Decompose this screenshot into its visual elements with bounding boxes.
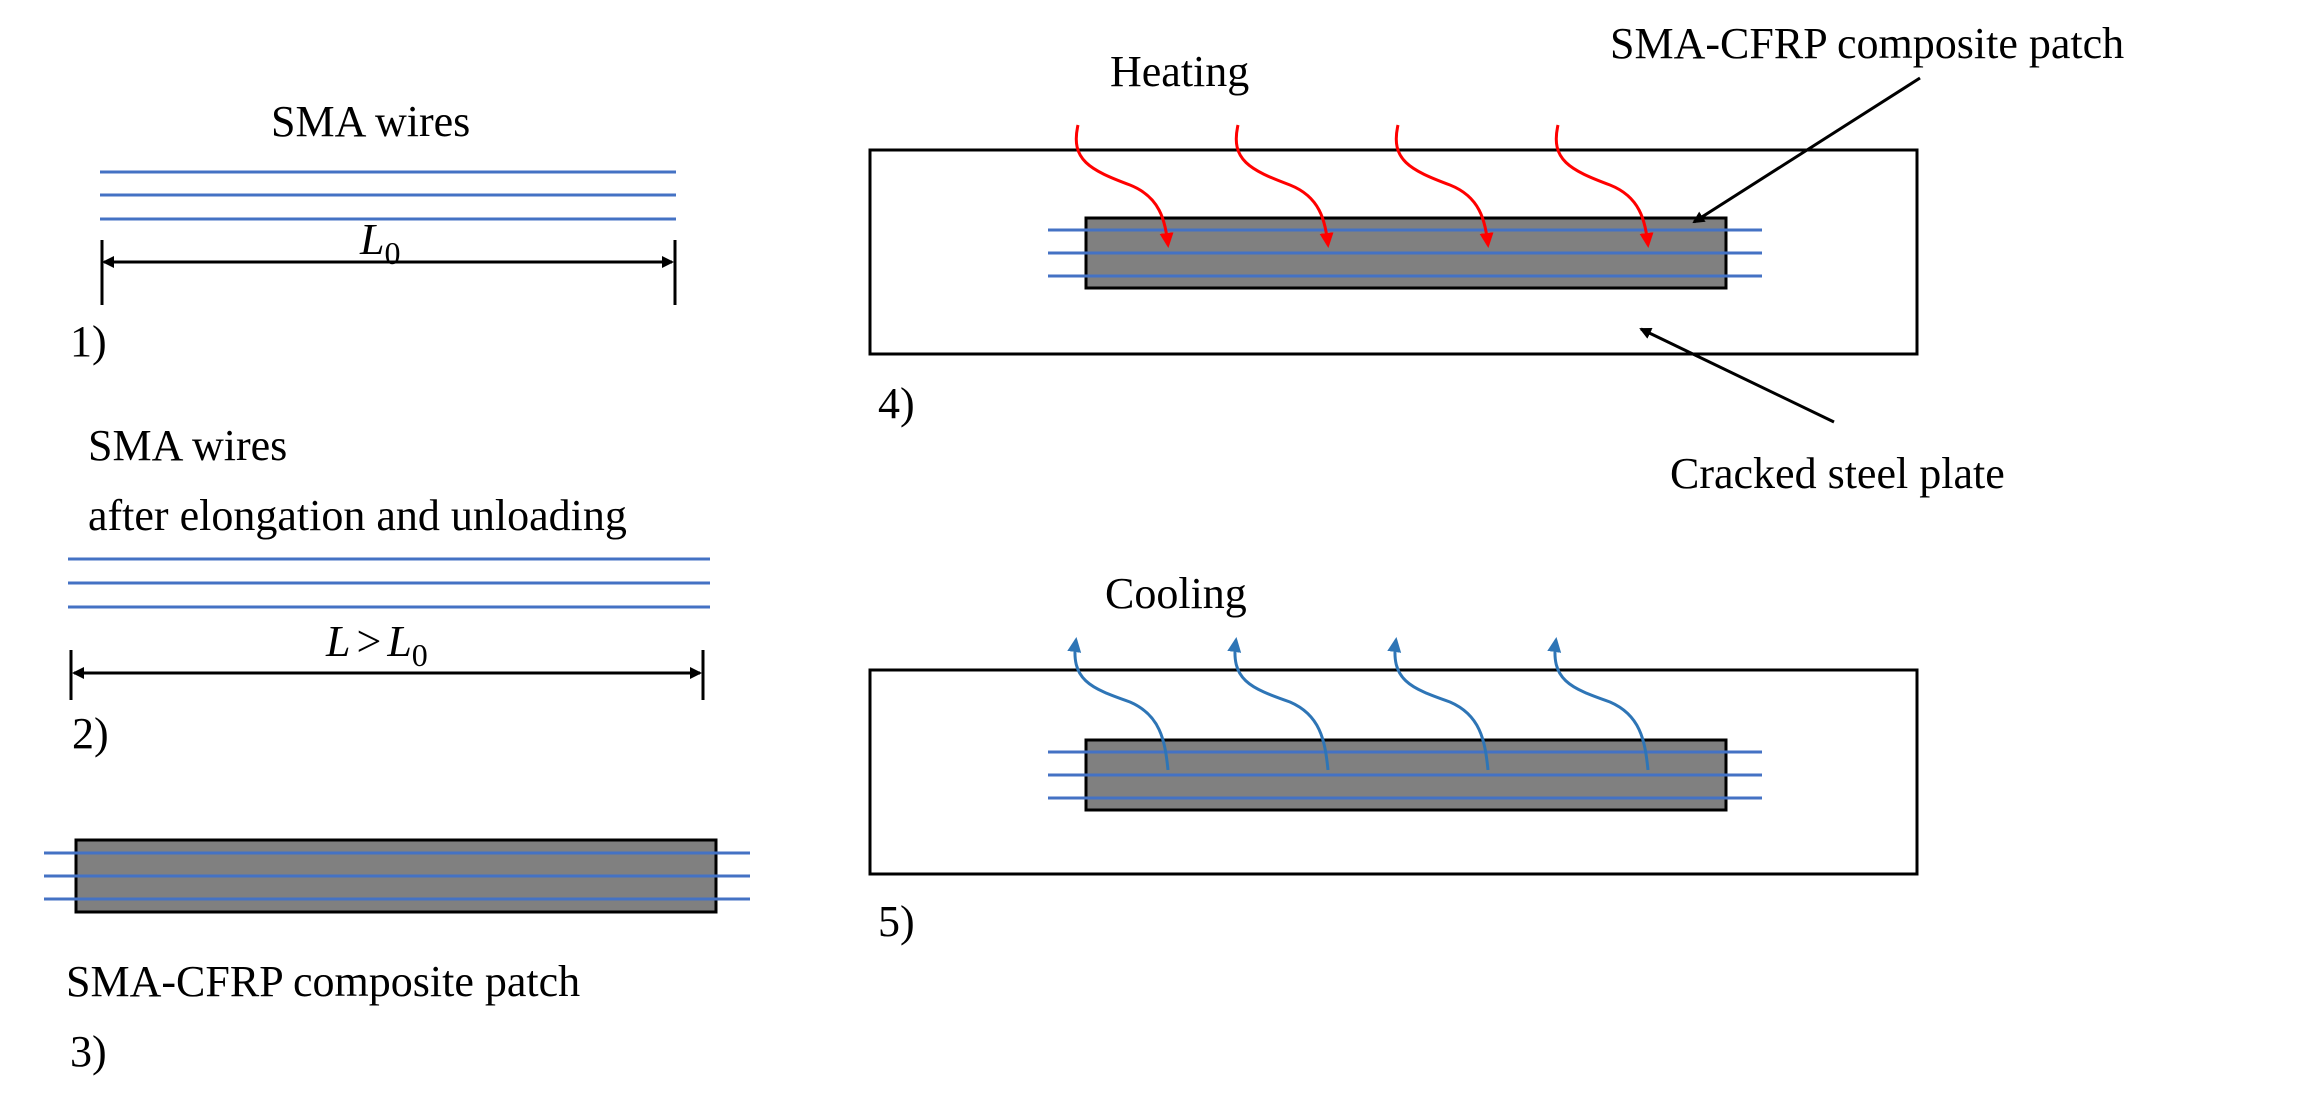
cracked-steel-plate-label: Cracked steel plate	[1670, 449, 2005, 498]
cooling-arrows	[1067, 637, 1650, 771]
sma-wires-elongated	[68, 557, 710, 609]
length-l0-label: L0	[359, 215, 400, 271]
step-5-number: 5)	[878, 897, 915, 946]
step-4-number: 4)	[878, 379, 915, 428]
step-5: Cooling 5)	[868, 569, 1919, 946]
steel-plate-callout-arrow	[1639, 327, 1835, 424]
step-4: Heating SMA-CFRP composite patch Cracked…	[868, 19, 2124, 498]
heating-arrows	[1074, 124, 1654, 248]
step-3-number: 3)	[70, 1027, 107, 1076]
step-3: SMA-CFRP composite patch 3)	[44, 838, 750, 1076]
sma-wires-elongated-label-2: after elongation and unloading	[88, 491, 627, 540]
composite-patch-callout-arrow	[1692, 76, 1921, 224]
sma-wires-elongated-label-1: SMA wires	[88, 421, 287, 470]
length-dimension-l0: L0	[100, 215, 677, 305]
cooling-label: Cooling	[1105, 569, 1247, 618]
sma-wires-label: SMA wires	[271, 97, 470, 146]
step-1: SMA wires L0 1)	[70, 97, 677, 366]
heating-label: Heating	[1110, 47, 1249, 96]
sma-wires-original	[100, 170, 676, 221]
step-2-number: 2)	[72, 709, 109, 758]
length-dimension-l: L>L0	[69, 617, 705, 700]
step-1-number: 1)	[70, 317, 107, 366]
step-2: SMA wires after elongation and unloading…	[68, 421, 710, 758]
patch-wires	[44, 851, 750, 901]
composite-patch-label: SMA-CFRP composite patch	[66, 957, 580, 1006]
length-l-label: L>L0	[325, 617, 428, 673]
composite-patch-callout-label: SMA-CFRP composite patch	[1610, 19, 2124, 68]
